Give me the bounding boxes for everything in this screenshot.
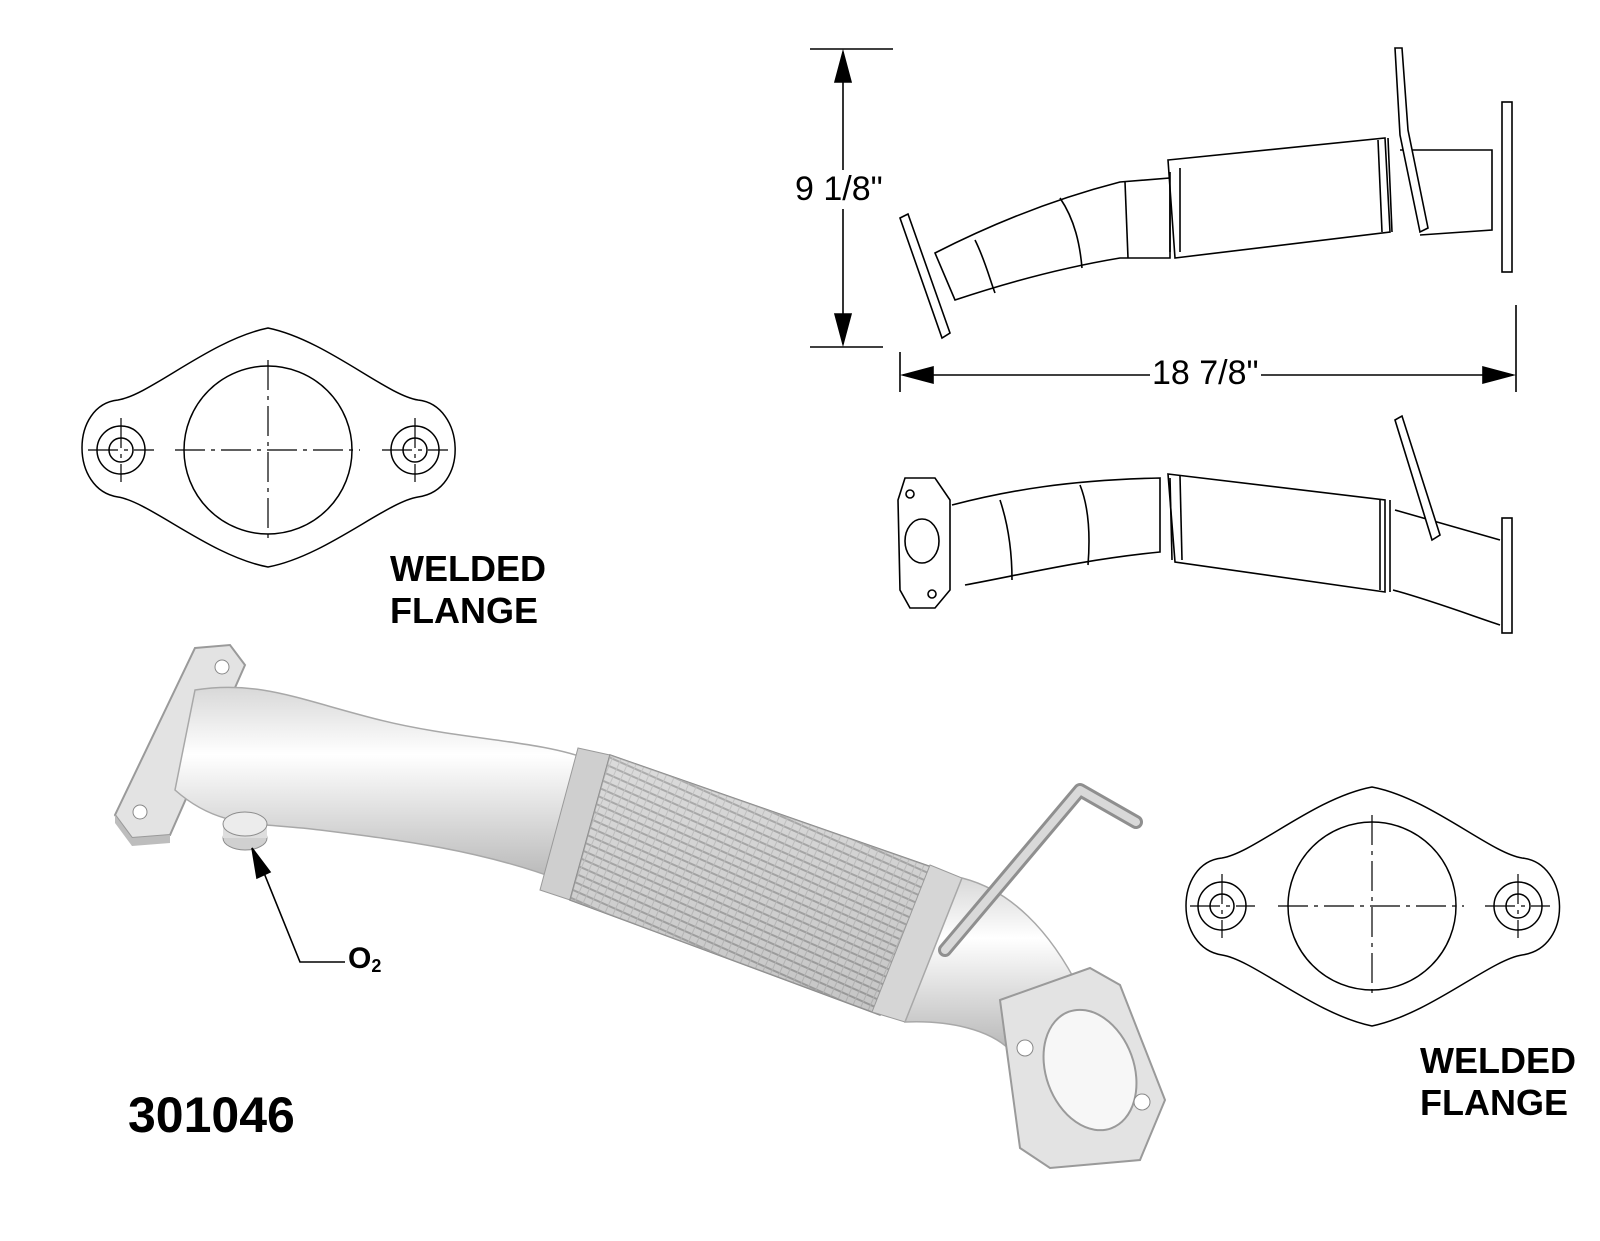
o2-leader xyxy=(251,847,345,963)
height-dimension-label: 9 1/8" xyxy=(793,170,885,209)
inlet-pipe xyxy=(174,686,591,881)
hanger-rod xyxy=(938,783,1143,957)
pipe-3d-render xyxy=(113,643,1167,1170)
flange-label-line2: FLANGE xyxy=(1420,1082,1568,1123)
arrow-left-icon xyxy=(899,365,934,385)
o2-label-main: O xyxy=(348,942,372,975)
flange-label-line1: WELDED xyxy=(390,548,546,589)
side-view-bottom xyxy=(897,414,1513,634)
o2-label-subscript: 2 xyxy=(371,956,382,976)
part-number: 301046 xyxy=(128,1087,295,1143)
length-dimension-label: 18 7/8" xyxy=(1150,354,1261,393)
arrow-up-icon xyxy=(833,48,853,83)
welded-flange-label-left: WELDED FLANGE xyxy=(390,548,546,632)
flange-label-line2: FLANGE xyxy=(390,590,538,631)
arrow-down-icon xyxy=(833,313,853,348)
o2-sensor-label: O2 xyxy=(348,942,381,977)
flange-label-line1: WELDED xyxy=(1420,1040,1576,1081)
arrow-right-icon xyxy=(1482,365,1517,385)
side-view-top xyxy=(810,47,1517,392)
welded-flange-label-right: WELDED FLANGE xyxy=(1420,1040,1576,1124)
welded-flange-left xyxy=(81,327,456,568)
welded-flange-right xyxy=(1185,786,1561,1027)
